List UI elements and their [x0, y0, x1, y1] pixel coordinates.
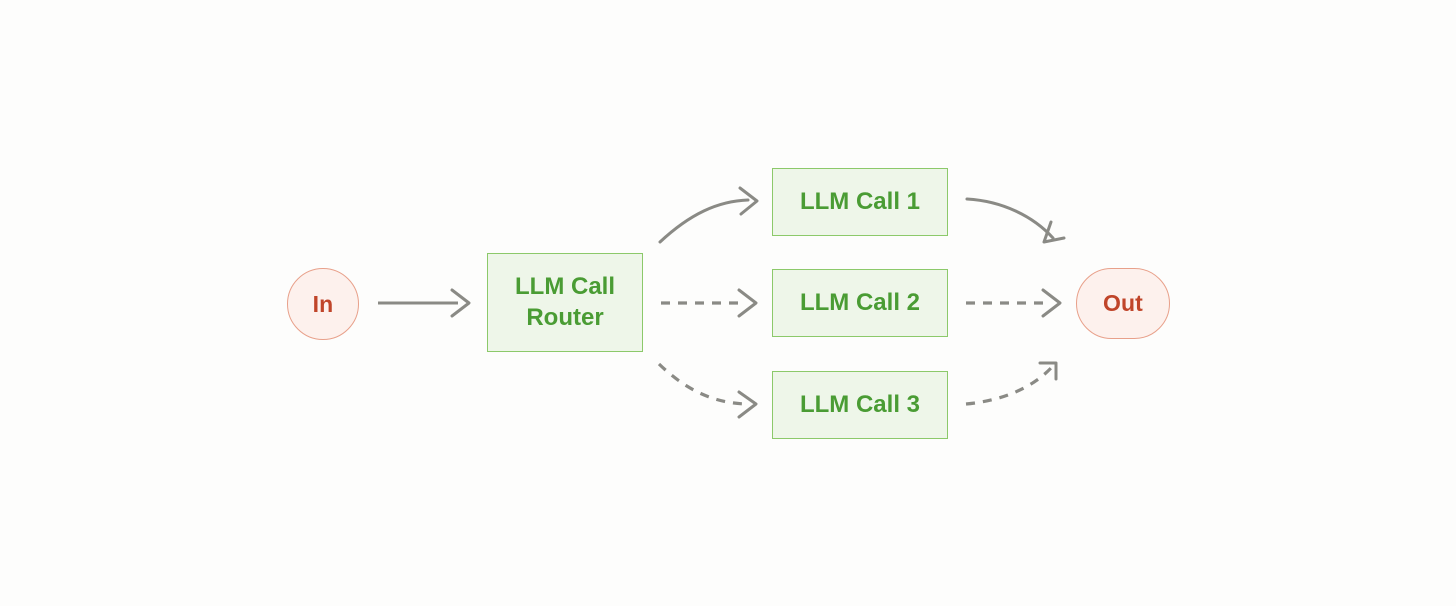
node-output[interactable]: Out — [1076, 268, 1170, 339]
edge-router-to-call-2 — [661, 288, 758, 318]
node-router[interactable]: LLM Call Router — [487, 253, 643, 352]
edge-call-3-to-out — [965, 361, 1058, 406]
node-router-label: LLM Call Router — [515, 272, 615, 331]
edge-call-2-to-out — [966, 288, 1062, 318]
node-input[interactable]: In — [287, 268, 359, 340]
node-input-label: In — [312, 290, 334, 317]
edge-call-1-to-out — [965, 197, 1066, 244]
edge-router-to-call-1 — [658, 186, 759, 244]
node-llm-call-3[interactable]: LLM Call 3 — [772, 371, 948, 439]
node-llm-call-1-label: LLM Call 1 — [799, 187, 920, 215]
node-llm-call-2-label: LLM Call 2 — [799, 288, 920, 316]
node-llm-call-1[interactable]: LLM Call 1 — [772, 168, 948, 236]
edge-in-to-router — [378, 288, 471, 318]
node-llm-call-2[interactable]: LLM Call 2 — [772, 269, 948, 337]
node-output-label: Out — [1103, 290, 1143, 316]
edge-router-to-call-3 — [657, 362, 758, 419]
node-llm-call-3-label: LLM Call 3 — [799, 390, 920, 418]
